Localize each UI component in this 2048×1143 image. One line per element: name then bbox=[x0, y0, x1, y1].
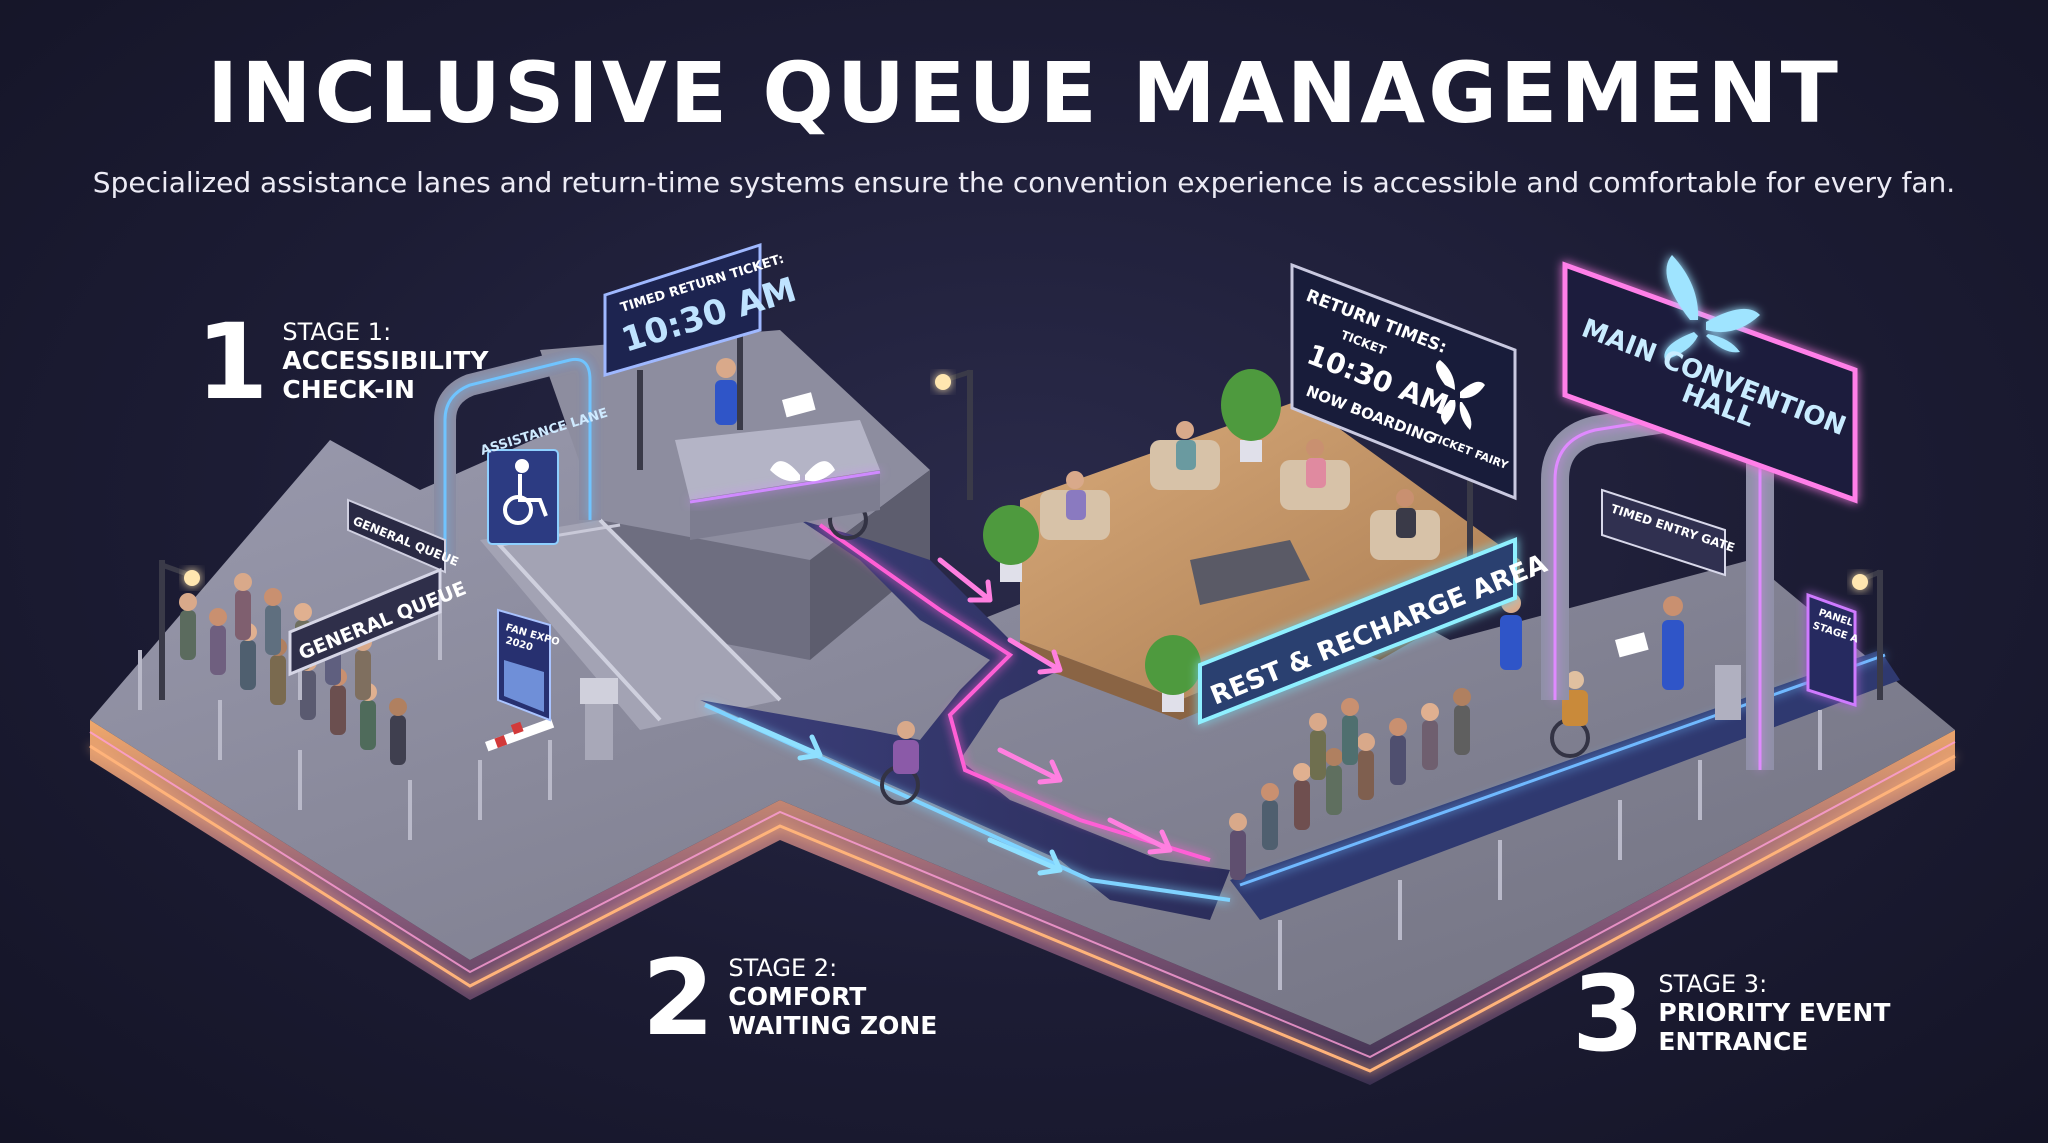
stage-1-tag: STAGE 1: bbox=[282, 318, 392, 347]
stage-1-label: 1 STAGE 1: ACCESSIBILITY CHECK-IN bbox=[196, 310, 488, 414]
lamp-post-icon bbox=[159, 560, 200, 700]
page-title: INCLUSIVE QUEUE MANAGEMENT bbox=[207, 44, 1841, 142]
stage-3-number: 3 bbox=[1572, 953, 1645, 1075]
stage-1-number: 1 bbox=[196, 301, 269, 423]
stage-2-name-line1: COMFORT bbox=[728, 982, 867, 1012]
turnstile bbox=[1715, 665, 1741, 720]
main-convention-hall-sign: MAIN CONVENTION HALL bbox=[1562, 255, 1858, 504]
plant-icon bbox=[1145, 635, 1201, 712]
lounge-furniture bbox=[1040, 421, 1440, 605]
assistance-path bbox=[700, 520, 1231, 920]
panel-stage-sign: PANEL STAGE A bbox=[1806, 592, 1860, 708]
stage-2-label: 2 STAGE 2: COMFORT WAITING ZONE bbox=[642, 946, 937, 1050]
stanchions bbox=[138, 650, 1822, 990]
stage-1-name-line1: ACCESSIBILITY bbox=[282, 346, 489, 376]
page-subtitle: Specialized assistance lanes and return-… bbox=[92, 166, 1956, 199]
stage-3-tag: STAGE 3: bbox=[1658, 970, 1768, 999]
plant-icon bbox=[983, 505, 1039, 582]
access-ramp bbox=[480, 518, 782, 730]
stage-3-name-line1: PRIORITY EVENT bbox=[1658, 998, 1891, 1028]
stage-3-name-line2: ENTRANCE bbox=[1658, 1026, 1809, 1056]
platform-base bbox=[89, 720, 1956, 1085]
butterfly-logo-icon bbox=[1664, 255, 1760, 360]
lamp-post-icon bbox=[1852, 569, 1883, 700]
stage-2-number: 2 bbox=[642, 937, 715, 1059]
timed-entry-gate-sign: TIMED ENTRY GATE bbox=[1601, 488, 1736, 577]
staff-member bbox=[1614, 596, 1684, 690]
priority-queue-crowd bbox=[1229, 688, 1471, 880]
assistance-lane-gate bbox=[434, 348, 601, 560]
ticket-fairy-logo-icon bbox=[1436, 360, 1485, 430]
arrow-icon bbox=[937, 557, 1173, 855]
staff-member bbox=[715, 358, 816, 425]
queue-barrier bbox=[485, 718, 555, 752]
plant-icon bbox=[1221, 369, 1281, 462]
wheelchair-icon bbox=[503, 459, 548, 525]
arrow-icon bbox=[737, 717, 1063, 876]
butterfly-logo-icon bbox=[770, 461, 835, 482]
timed-return-ticket-sign: TIMED RETURN TICKET: 10:30 AM bbox=[603, 242, 801, 470]
stage-2-tag: STAGE 2: bbox=[728, 954, 838, 983]
stage-1-name-line2: CHECK-IN bbox=[282, 374, 415, 404]
info-kiosk bbox=[580, 678, 618, 760]
stage-2-name-line2: WAITING ZONE bbox=[728, 1010, 938, 1040]
wheelchair-user bbox=[880, 721, 920, 805]
check-in-desk bbox=[675, 420, 881, 540]
lamp-post-icon bbox=[935, 369, 973, 500]
stage-3-label: 3 STAGE 3: PRIORITY EVENT ENTRANCE bbox=[1572, 962, 1890, 1066]
